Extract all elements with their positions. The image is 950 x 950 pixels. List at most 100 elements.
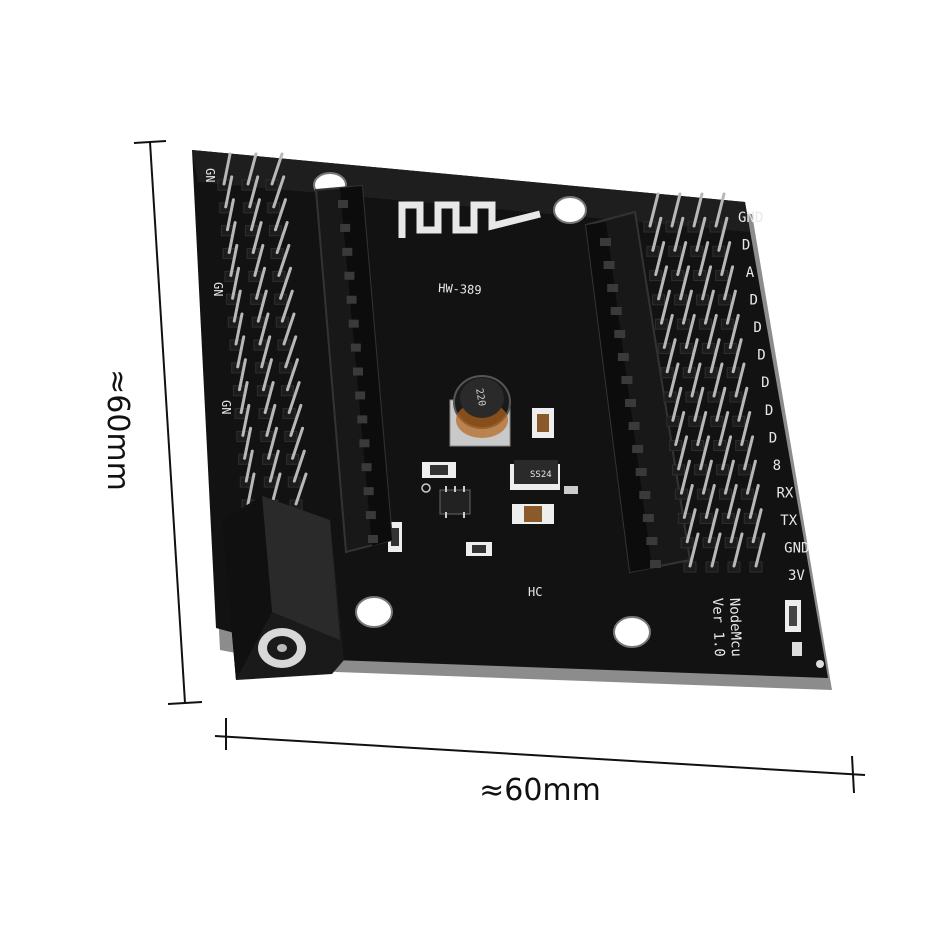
header-pin	[251, 221, 263, 255]
header-pin	[732, 532, 744, 568]
header-pin	[673, 216, 685, 252]
right-pin-label: GND	[784, 540, 809, 556]
right-pin-label: D	[761, 375, 769, 391]
header-pin	[709, 338, 721, 374]
inductor: 220	[449, 375, 511, 447]
header-pin	[698, 241, 710, 277]
right-pin-label: 8	[773, 458, 781, 474]
right-pin-label: D	[757, 348, 765, 364]
right-pin-label: D	[750, 293, 758, 309]
right-pin-label: D	[742, 238, 750, 254]
header-pin	[287, 381, 301, 415]
pcb-board: HW-389 HC NodeMcu Ver 1.0 220 SS24	[192, 150, 832, 690]
header-pin	[690, 362, 702, 398]
mounting-hole	[355, 596, 393, 628]
header-pin	[676, 241, 688, 277]
left-pin-label: GN	[211, 282, 225, 296]
header-pin	[263, 381, 275, 415]
left-female-header	[314, 184, 394, 554]
socket-hole	[340, 223, 351, 232]
header-pin	[267, 426, 279, 460]
header-pin	[703, 289, 715, 325]
header-pin	[679, 459, 691, 495]
left-pin-labels: GN GN GN	[203, 168, 233, 414]
header-pin	[229, 243, 239, 277]
smd-resistor	[422, 462, 456, 478]
header-pin	[726, 483, 738, 519]
width-dimension: ≈60mm	[214, 718, 866, 808]
header-pin	[249, 198, 261, 232]
header-pin	[679, 265, 691, 301]
socket-hole	[353, 367, 363, 376]
header-pin	[270, 472, 282, 506]
height-dimension: ≈60mm	[100, 140, 203, 705]
header-pin	[659, 289, 671, 325]
header-pin	[248, 175, 260, 209]
socket-hole	[625, 399, 636, 407]
header-pin	[745, 459, 757, 495]
socket-hole	[635, 468, 647, 476]
header-pin	[237, 358, 247, 392]
header-pin	[723, 459, 735, 495]
socket-hole	[600, 238, 611, 246]
header-pin	[693, 386, 705, 422]
header-pin	[725, 289, 737, 325]
power-led	[785, 600, 802, 656]
header-pin	[662, 313, 674, 349]
socket-hole	[348, 319, 359, 328]
header-pin	[243, 426, 253, 460]
socket-hole	[338, 200, 348, 208]
header-pin	[668, 362, 680, 398]
header-pin	[688, 532, 700, 568]
header-pin	[232, 289, 242, 323]
socket-hole	[617, 353, 629, 361]
right-pin-label: GND	[738, 210, 763, 226]
header-pin	[273, 198, 287, 232]
header-pin	[677, 435, 689, 471]
header-pin	[720, 241, 732, 277]
header-pin	[253, 243, 265, 277]
header-pin	[268, 449, 280, 483]
chip-label: HC	[528, 585, 542, 599]
socket-hole	[361, 463, 372, 472]
header-pin	[682, 483, 694, 519]
corner-dot	[816, 660, 824, 668]
socket-hole	[621, 376, 633, 384]
model-label: HW-389	[438, 281, 482, 297]
socket-hole	[632, 445, 644, 453]
socket-hole	[355, 391, 366, 400]
header-pin	[256, 289, 268, 323]
header-pin	[751, 508, 763, 544]
header-pin	[723, 265, 735, 301]
header-pin	[648, 192, 660, 228]
header-pin	[731, 338, 743, 374]
header-pin	[670, 192, 682, 228]
header-pin	[699, 435, 711, 471]
header-pin	[740, 411, 752, 447]
header-pin	[265, 403, 277, 437]
header-pin	[239, 381, 249, 415]
header-pin	[743, 435, 755, 471]
header-pin	[246, 472, 256, 506]
socket-hole	[344, 271, 355, 280]
header-pin	[255, 266, 267, 300]
right-pin-label: A	[746, 265, 755, 281]
mounting-hole	[613, 616, 651, 648]
header-pin	[681, 289, 693, 325]
right-pin-label: RX	[776, 485, 793, 501]
left-pin-label: GN	[219, 400, 233, 414]
height-label: ≈60mm	[100, 369, 135, 491]
socket-hole	[365, 511, 376, 520]
smd-capacitor	[512, 504, 554, 524]
schottky-diode: SS24	[510, 460, 578, 494]
header-pin	[227, 221, 237, 255]
width-label: ≈60mm	[479, 773, 601, 808]
header-pin	[224, 175, 234, 209]
header-pin	[294, 472, 308, 506]
socket-hole	[639, 491, 651, 499]
header-pin	[684, 313, 696, 349]
right-pin-label: TX	[780, 513, 797, 529]
socket-hole	[603, 261, 615, 269]
right-pin-label: D	[765, 403, 773, 419]
